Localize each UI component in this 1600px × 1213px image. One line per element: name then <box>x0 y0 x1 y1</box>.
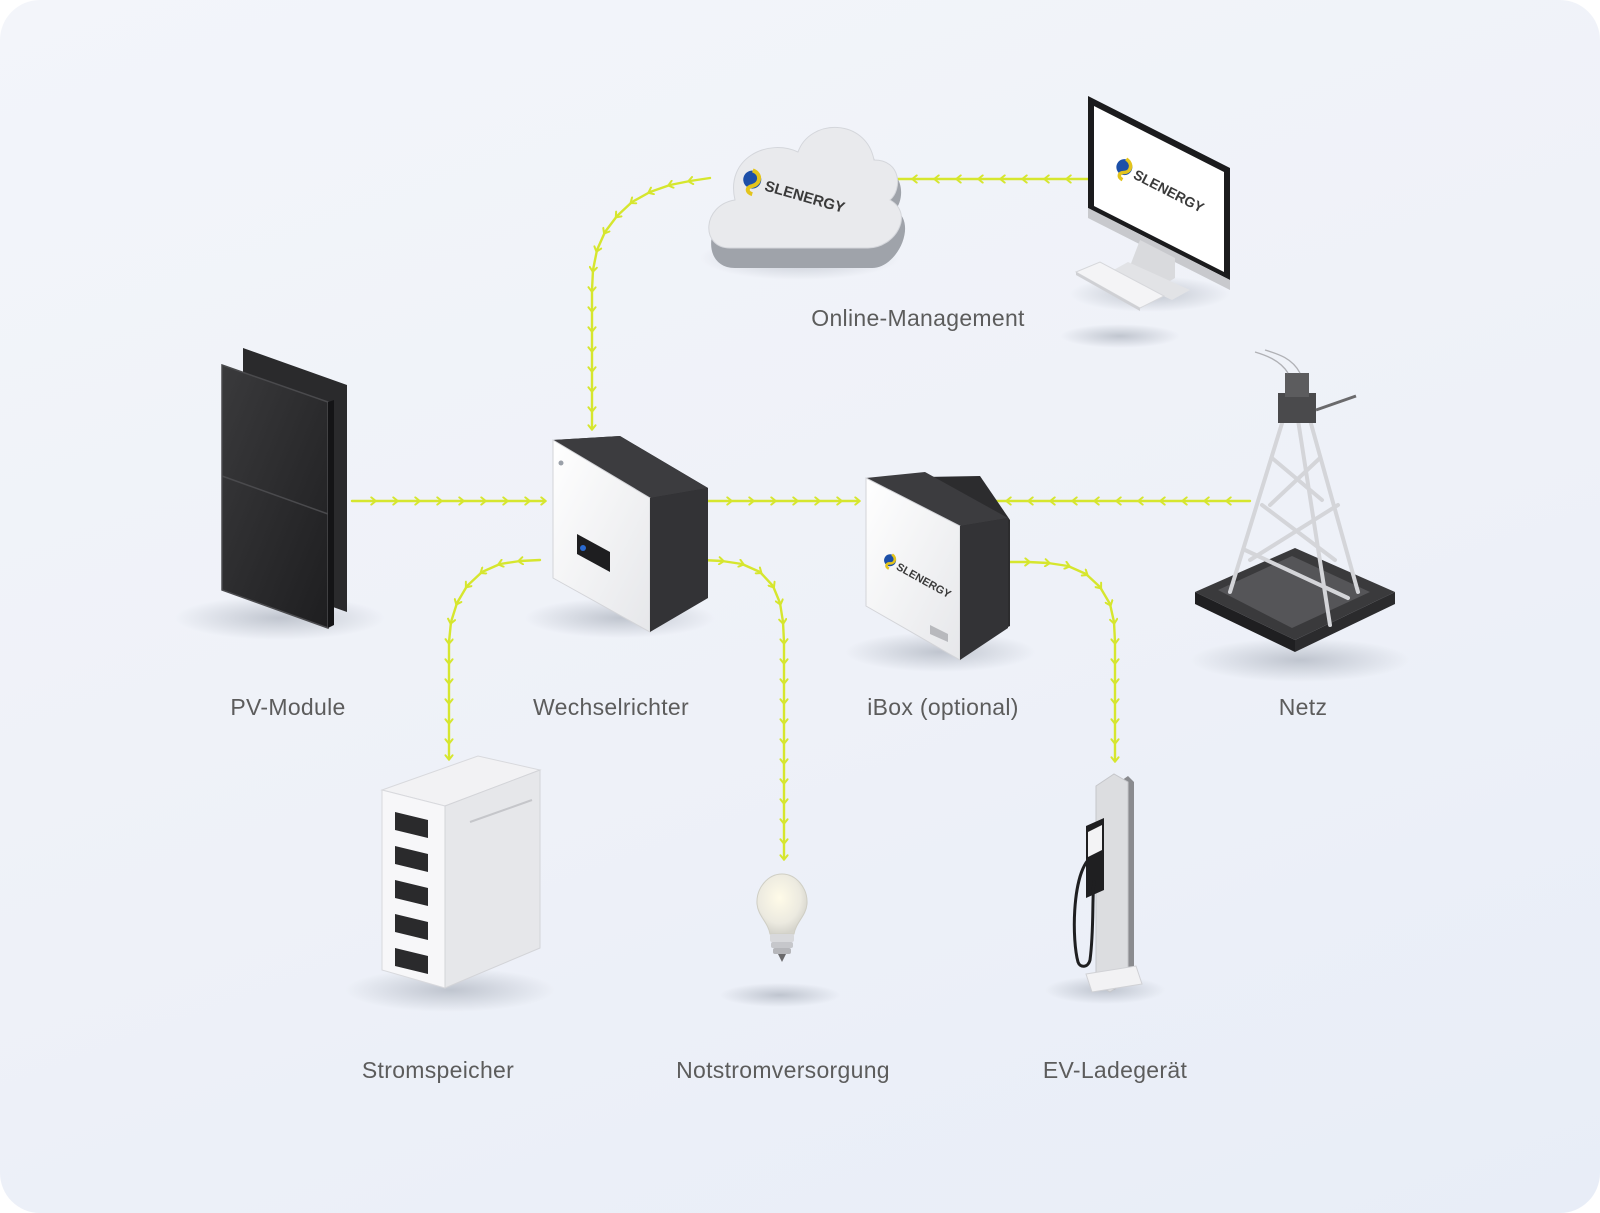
inverter-icon <box>552 436 708 633</box>
flow-cloud-to-inverter <box>592 178 712 428</box>
monitor-icon: SLENERGY <box>1074 96 1230 311</box>
label-online-management: Online-Management <box>811 305 1025 331</box>
ev-charger-icon <box>1072 773 1143 993</box>
power-tower-icon <box>1195 349 1395 652</box>
label-ev-charger: EV-Ladegerät <box>1042 1057 1188 1083</box>
ibox-icon: SLENERGY <box>865 472 1010 661</box>
battery-storage-icon <box>380 755 542 989</box>
keyboard-icon <box>1074 261 1166 311</box>
light-bulb-icon <box>756 873 808 962</box>
label-inverter: Wechselrichter <box>533 694 689 720</box>
cloud-icon: SLENERGY <box>708 127 906 268</box>
solar-panel-icon <box>221 348 347 630</box>
label-pv-module: PV-Module <box>230 694 346 720</box>
flow-ibox-to-ev <box>1006 562 1115 760</box>
flow-connections <box>350 178 1252 858</box>
label-grid: Netz <box>1278 694 1328 720</box>
flow-inverter-to-storage <box>449 560 542 758</box>
flow-inverter-to-backup <box>700 560 784 858</box>
label-storage: Stromspeicher <box>361 1057 515 1083</box>
label-ibox: iBox (optional) <box>867 694 1019 720</box>
label-backup: Notstromversorgung <box>676 1057 890 1083</box>
